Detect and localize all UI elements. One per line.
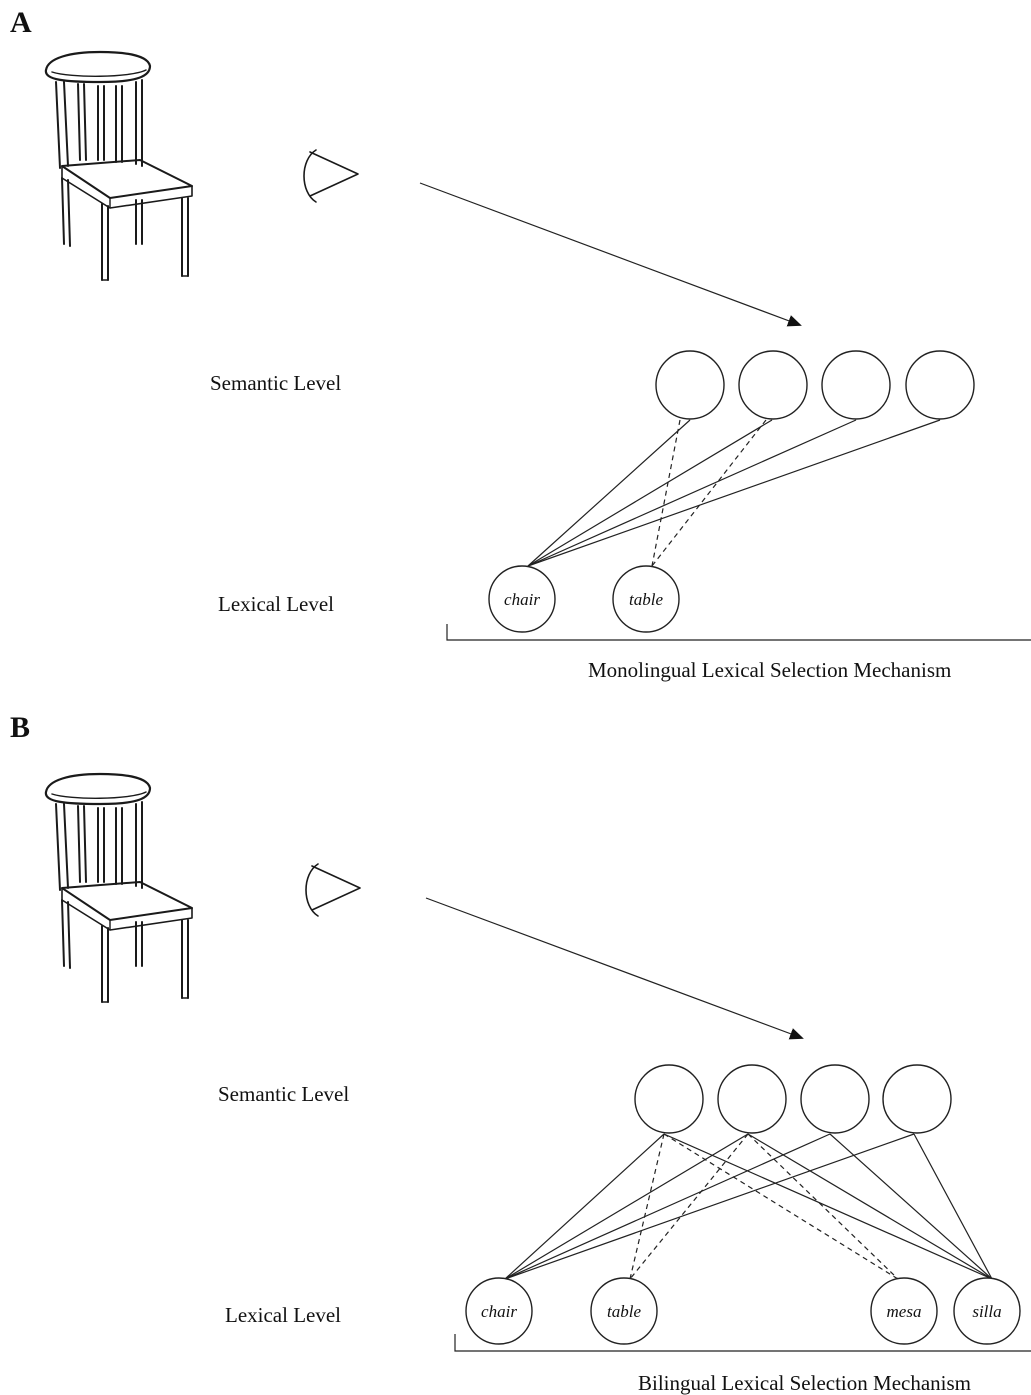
connection-solid bbox=[504, 1133, 749, 1280]
mechanism-label: Bilingual Lexical Selection Mechanism bbox=[638, 1371, 971, 1395]
mechanism-bracket bbox=[454, 1334, 1031, 1352]
connection-solid bbox=[504, 1133, 831, 1280]
lexical-word-table: table bbox=[629, 590, 663, 609]
semantic-node bbox=[821, 350, 891, 420]
connection-dashed bbox=[629, 1133, 665, 1280]
eye-icon bbox=[303, 149, 359, 203]
lexical-word-mesa: mesa bbox=[887, 1302, 922, 1321]
lexical-word-chair: chair bbox=[481, 1302, 517, 1321]
semantic-node bbox=[882, 1064, 952, 1134]
eye-icon bbox=[305, 863, 361, 917]
connection-dashed bbox=[651, 419, 681, 567]
perception-arrow bbox=[425, 897, 804, 1040]
lexical-node-mesa bbox=[870, 1277, 938, 1345]
panel-a: A Semantic Level Lexical Level chair tab… bbox=[10, 6, 1031, 682]
connection-solid bbox=[504, 1133, 915, 1280]
lexical-word-silla: silla bbox=[972, 1302, 1001, 1321]
panel-letter-b: B bbox=[10, 711, 30, 744]
semantic-node bbox=[738, 350, 808, 420]
lexical-level-label: Lexical Level bbox=[225, 1303, 341, 1327]
lexical-node-table bbox=[590, 1277, 658, 1345]
panel-b: B Semantic Level Lexical Level bbox=[10, 711, 1031, 1395]
connection-solid bbox=[527, 419, 857, 567]
semantic-node bbox=[800, 1064, 870, 1134]
lexical-level-label: Lexical Level bbox=[218, 592, 334, 616]
connection-solid bbox=[527, 419, 773, 567]
semantic-level-label: Semantic Level bbox=[218, 1082, 349, 1106]
semantic-node bbox=[717, 1064, 787, 1134]
connection-solid bbox=[913, 1133, 993, 1280]
connections bbox=[504, 1133, 993, 1280]
semantic-level-label: Semantic Level bbox=[210, 371, 341, 395]
lexical-node-chair bbox=[488, 565, 556, 633]
lexical-word-chair: chair bbox=[504, 590, 540, 609]
lexical-node-chair bbox=[465, 1277, 533, 1345]
panel-letter-a: A bbox=[10, 6, 32, 39]
connection-solid bbox=[504, 1133, 665, 1280]
connections bbox=[527, 419, 941, 567]
connection-dashed bbox=[629, 1133, 749, 1280]
mechanism-label: Monolingual Lexical Selection Mechanism bbox=[588, 658, 951, 682]
connection-solid bbox=[829, 1133, 993, 1280]
perception-arrow bbox=[419, 182, 802, 327]
mechanism-bracket bbox=[446, 624, 1031, 641]
connection-dashed bbox=[651, 419, 767, 567]
connection-dashed bbox=[663, 1133, 899, 1280]
semantic-node bbox=[655, 350, 725, 420]
semantic-node bbox=[634, 1064, 704, 1134]
connection-solid bbox=[527, 419, 941, 567]
connection-solid bbox=[663, 1133, 993, 1280]
chair-picture bbox=[44, 50, 194, 282]
lexical-word-table: table bbox=[607, 1302, 641, 1321]
lexical-node-table bbox=[612, 565, 680, 633]
connection-solid bbox=[747, 1133, 993, 1280]
lexical-node-silla bbox=[953, 1277, 1021, 1345]
chair-picture bbox=[44, 772, 194, 1004]
connection-dashed bbox=[747, 1133, 899, 1280]
semantic-node bbox=[905, 350, 975, 420]
connection-solid bbox=[527, 419, 691, 567]
